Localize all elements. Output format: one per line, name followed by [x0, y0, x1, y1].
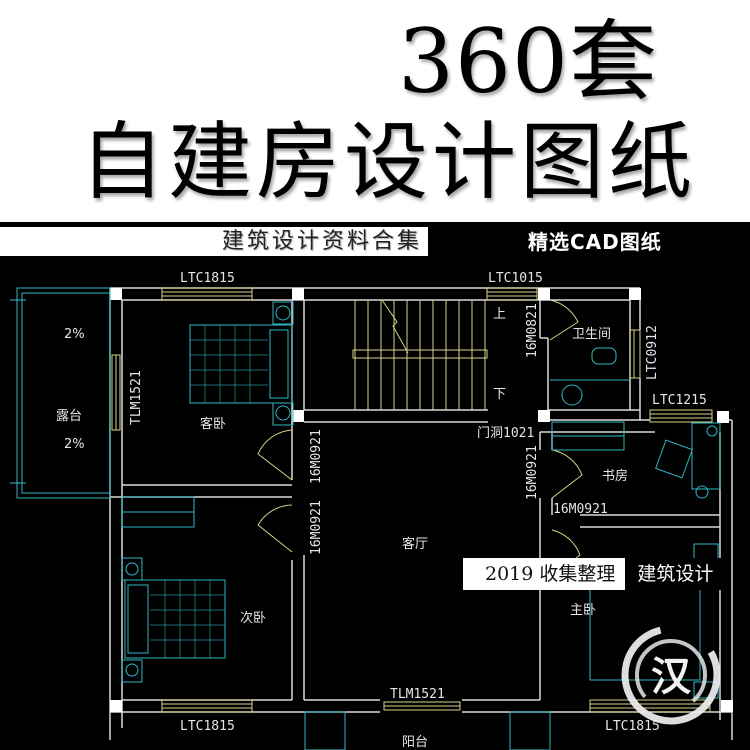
stair-up-label: 上 [493, 307, 506, 322]
label-window-study: LTC1215 [652, 393, 707, 408]
label-door-terrace: TLM1521 [129, 370, 144, 425]
bed-pattern [150, 325, 268, 658]
door-swings [257, 299, 583, 579]
label-door-study: 16M0921 [525, 445, 540, 500]
room-second-bedroom: 次卧 [240, 610, 266, 626]
title-main: 自建房设计图纸 [80, 113, 697, 211]
room-master-bedroom: 主卧 [570, 603, 596, 618]
subtitle-right-text: 精选CAD图纸 [528, 230, 662, 254]
room-labels: 露台 2% 2% 客卧 卫生间 书房 客厅 次卧 主卧 阳台 上 下 [56, 307, 628, 750]
label-door-bath: 16M0821 [525, 303, 540, 358]
room-balcony: 阳台 [402, 735, 428, 750]
label-opening: 门洞1021 [477, 426, 534, 441]
label-window-top-center: LTC1015 [488, 271, 543, 286]
badge-strip: 2019 收集整理 建筑设计 [463, 558, 722, 590]
stair-down-label: 下 [493, 387, 506, 402]
slope-bottom: 2% [64, 437, 85, 452]
label-door-guest: 16M0921 [309, 429, 324, 484]
title-count: 360套 [398, 10, 658, 113]
room-bathroom: 卫生间 [572, 327, 611, 342]
label-window-bottom-right: LTC1815 [605, 719, 660, 734]
header: 360套 自建房设计图纸 [0, 0, 750, 222]
room-living: 客厅 [402, 536, 428, 552]
staircase [352, 299, 488, 410]
terrace-railing [10, 287, 111, 499]
room-guest-bedroom: 客卧 [200, 416, 226, 432]
seal-glyph: 汉 [651, 654, 692, 700]
subtitle-left-panel: 建筑设计资料合集 [0, 227, 428, 256]
window-labels: LTC1815 LTC1015 LTC1215 LTC1815 LTC1815 … [180, 271, 707, 734]
subtitle-left-text: 建筑设计资料合集 [221, 229, 422, 254]
badge-category: 建筑设计 [625, 558, 722, 590]
windows [111, 287, 713, 713]
room-study: 书房 [602, 468, 628, 484]
door-labels: TLM1521 16M0921 16M0921 16M0821 16M0921 … [129, 303, 608, 702]
label-door-study-2: 16M0921 [553, 502, 608, 517]
furniture [121, 301, 721, 750]
label-window-bath: LTC0912 [645, 325, 660, 380]
ink-seal-logo: 汉 [621, 625, 721, 725]
label-door-second: 16M0921 [309, 500, 324, 555]
floor-plan-drawing: LTC1815 LTC1015 LTC1215 LTC1815 LTC1815 … [10, 271, 733, 750]
slope-top: 2% [64, 327, 85, 342]
badge-collection: 2019 收集整理 [463, 558, 626, 590]
label-window-bottom-left: LTC1815 [180, 719, 235, 734]
room-terrace: 露台 [56, 409, 82, 424]
label-window-top-left: LTC1815 [180, 271, 235, 286]
label-door-balcony: TLM1521 [390, 687, 445, 702]
columns [110, 288, 733, 712]
